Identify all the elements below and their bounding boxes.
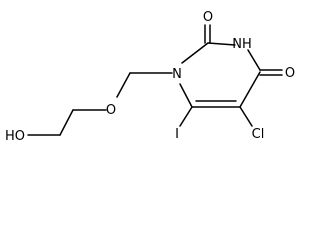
atom-nitrogen-ring: N	[172, 67, 182, 82]
atom-oxygen-ether: O	[106, 103, 116, 118]
bond-n1-c2	[181, 42, 209, 64]
bond-c6-i	[179, 106, 193, 127]
structure-canvas: O NH O N Cl I O HO	[5, 10, 295, 144]
bond-c2-n3	[207, 42, 236, 46]
atom-oxygen-top: O	[203, 10, 213, 25]
atom-oxygen-right: O	[285, 66, 295, 81]
atom-hydroxyl: HO	[5, 129, 25, 144]
atom-nh: NH	[232, 37, 252, 52]
atom-iodine: I	[175, 127, 179, 142]
atom-chlorine: Cl	[252, 127, 265, 142]
bond-ch2-o	[116, 72, 131, 98]
molecule-drawing: O NH O N Cl I O HO	[5, 10, 295, 144]
bond-c5-cl	[239, 106, 253, 127]
bond-c6-n1	[179, 83, 193, 108]
bond-n3-c4	[247, 49, 261, 71]
bond-c4-c5	[239, 71, 261, 108]
bond-ch2-ch2	[59, 109, 74, 136]
